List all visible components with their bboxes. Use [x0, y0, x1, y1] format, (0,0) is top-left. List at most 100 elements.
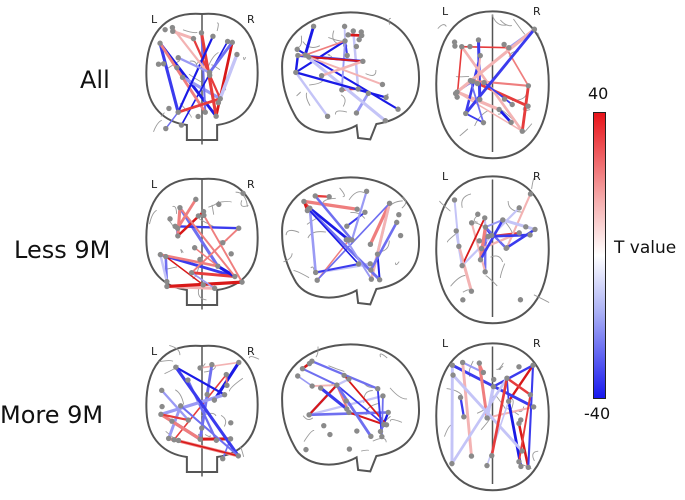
region-node — [456, 244, 461, 249]
region-node — [527, 232, 532, 237]
region-node — [172, 224, 177, 229]
region-node — [216, 202, 221, 207]
region-node — [452, 197, 457, 202]
region-node — [450, 362, 455, 367]
region-node — [325, 114, 330, 119]
region-node — [303, 447, 308, 452]
left-hemisphere-label: L — [151, 13, 157, 26]
region-node — [163, 254, 168, 259]
region-node — [532, 227, 537, 232]
region-node — [354, 428, 359, 433]
region-node — [197, 365, 202, 370]
region-node — [517, 205, 522, 210]
region-node — [386, 410, 391, 415]
region-node — [347, 446, 352, 451]
region-node — [501, 42, 506, 47]
colorbar-max-label: 40 — [588, 84, 608, 103]
region-node — [469, 453, 474, 458]
region-node — [526, 83, 531, 88]
region-node — [344, 53, 349, 58]
region-node — [452, 39, 457, 44]
region-node — [377, 277, 382, 282]
region-node — [468, 78, 473, 83]
region-node — [164, 284, 169, 289]
region-node — [380, 82, 385, 87]
region-node — [164, 279, 169, 284]
colorbar-min-label: -40 — [584, 404, 610, 423]
region-node — [177, 205, 182, 210]
region-node — [476, 37, 481, 42]
left-hemisphere-label: L — [442, 170, 448, 183]
region-node — [463, 111, 468, 116]
region-node — [460, 360, 465, 365]
right-hemisphere-label: R — [533, 337, 541, 350]
region-node — [327, 432, 332, 437]
region-node — [196, 213, 201, 218]
glass-brain-axial — [430, 170, 555, 328]
region-node — [174, 65, 179, 70]
region-node — [354, 207, 359, 212]
region-node — [209, 362, 214, 367]
region-node — [318, 385, 323, 390]
region-node — [356, 37, 361, 42]
region-node — [326, 194, 331, 199]
region-node — [346, 237, 351, 242]
region-node — [178, 403, 183, 408]
region-node — [175, 233, 180, 238]
region-node — [519, 448, 524, 453]
region-node — [300, 366, 305, 371]
glass-brain-axial — [430, 337, 555, 495]
region-node — [518, 417, 523, 422]
region-node — [396, 212, 401, 217]
region-node — [180, 75, 185, 80]
region-node — [346, 376, 351, 381]
region-node — [203, 110, 208, 115]
region-node — [309, 359, 314, 364]
region-node — [228, 420, 233, 425]
region-node — [159, 404, 164, 409]
region-node — [236, 360, 241, 365]
region-node — [236, 225, 241, 230]
region-node — [345, 32, 350, 37]
region-node — [307, 206, 312, 211]
region-node — [469, 288, 474, 293]
region-node — [351, 28, 356, 33]
region-node — [475, 81, 480, 86]
region-node — [395, 107, 400, 112]
region-node — [186, 417, 191, 422]
region-node — [321, 423, 326, 428]
region-node — [450, 372, 455, 377]
region-node — [483, 224, 488, 229]
brain-panel-sagittal — [273, 337, 425, 477]
region-node — [489, 453, 494, 458]
region-node — [306, 412, 311, 417]
region-node — [508, 120, 513, 125]
region-node — [239, 279, 244, 284]
region-node — [478, 257, 483, 262]
region-node — [398, 233, 403, 238]
colorbar — [593, 112, 606, 399]
connection-edge — [178, 208, 180, 236]
region-node — [379, 434, 384, 439]
region-node — [204, 392, 209, 397]
region-node — [315, 278, 320, 283]
region-node — [482, 269, 487, 274]
region-node — [220, 240, 225, 245]
region-node — [528, 191, 533, 196]
region-node — [210, 34, 215, 39]
region-node — [342, 24, 347, 29]
region-node — [309, 383, 314, 388]
region-node — [525, 103, 530, 108]
region-node — [306, 54, 311, 59]
region-node — [506, 45, 511, 50]
left-hemisphere-label: L — [151, 345, 157, 358]
region-node — [295, 373, 300, 378]
region-node — [449, 461, 454, 466]
region-node — [212, 397, 217, 402]
region-node — [481, 120, 486, 125]
region-node — [475, 212, 480, 217]
region-node — [467, 44, 472, 49]
